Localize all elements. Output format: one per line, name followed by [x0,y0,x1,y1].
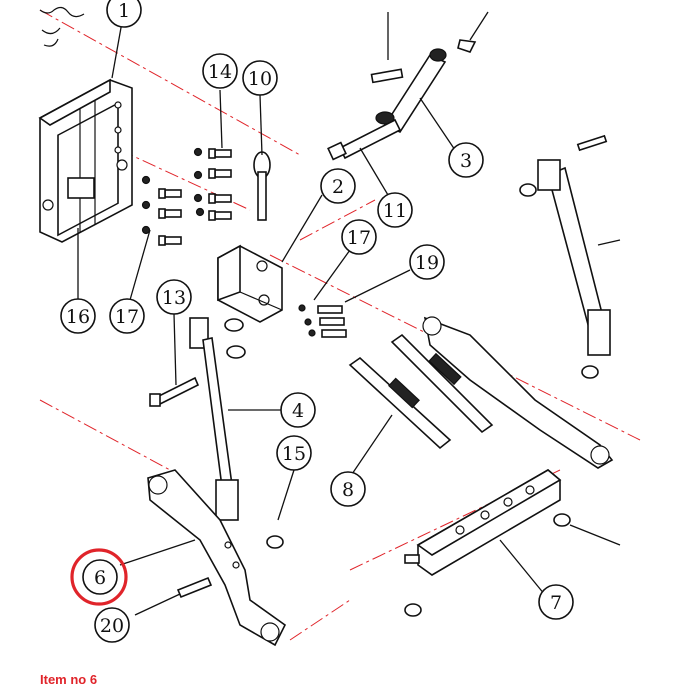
leader-lines [77,11,621,616]
svg-text:20: 20 [100,615,124,637]
bolt-set-19 [298,304,347,338]
part-stabilizer [537,134,611,356]
svg-text:14: 14 [208,61,232,83]
highlight-ring [70,548,128,606]
part-lift-rod [189,317,239,521]
callout-17b: 17 [341,219,377,255]
clips [224,183,599,617]
part-lynch-pin [253,151,271,221]
svg-text:1: 1 [118,0,130,22]
svg-text:4: 4 [292,400,304,422]
svg-text:2: 2 [332,176,344,198]
callout-16: 16 [60,298,96,334]
item-caption: Item no 6 [40,672,98,687]
part-left-lower-link [147,469,287,647]
callout-7: 7 [538,584,574,620]
svg-text:16: 16 [66,306,90,328]
part-bolt-20 [176,576,213,599]
callout-2: 2 [320,168,356,204]
part-drawbar [404,469,562,576]
part-top-link [370,39,477,134]
bolt-set-14 [141,147,232,246]
callout-20: 20 [94,607,130,643]
part-check-chains [348,333,494,450]
svg-text:8: 8 [342,479,354,501]
svg-text:15: 15 [282,443,306,465]
callout-4: 4 [280,392,316,428]
part-long-bolt [327,118,402,161]
callout-11: 11 [377,192,413,228]
callout-17a: 17 [109,298,145,334]
callouts: 1 2 3 4 6 7 8 10 11 13 14 15 16 17 17 19… [60,0,574,643]
svg-text:10: 10 [248,68,272,90]
svg-text:13: 13 [162,287,186,309]
callout-19: 19 [409,244,445,280]
svg-text:11: 11 [383,200,407,222]
svg-text:3: 3 [460,150,472,172]
svg-text:17: 17 [115,306,139,328]
callout-8: 8 [330,471,366,507]
part-bracket-plate [38,6,133,243]
part-top-bracket [217,244,283,323]
exploded-parts-diagram: 1 2 3 4 6 7 8 10 11 13 14 15 16 17 17 19… [38,0,641,647]
callout-13: 13 [156,279,192,315]
svg-text:19: 19 [415,252,439,274]
callout-14: 14 [202,53,238,89]
callout-6: 6 [70,548,128,606]
callout-10: 10 [242,60,278,96]
svg-text:17: 17 [347,227,371,249]
part-pin-13 [149,376,200,407]
callout-3: 3 [448,142,484,178]
svg-text:7: 7 [550,592,562,614]
svg-text:6: 6 [94,567,106,589]
callout-1: 1 [106,0,142,28]
callout-15: 15 [276,435,312,471]
part-right-lower-link [422,316,614,469]
